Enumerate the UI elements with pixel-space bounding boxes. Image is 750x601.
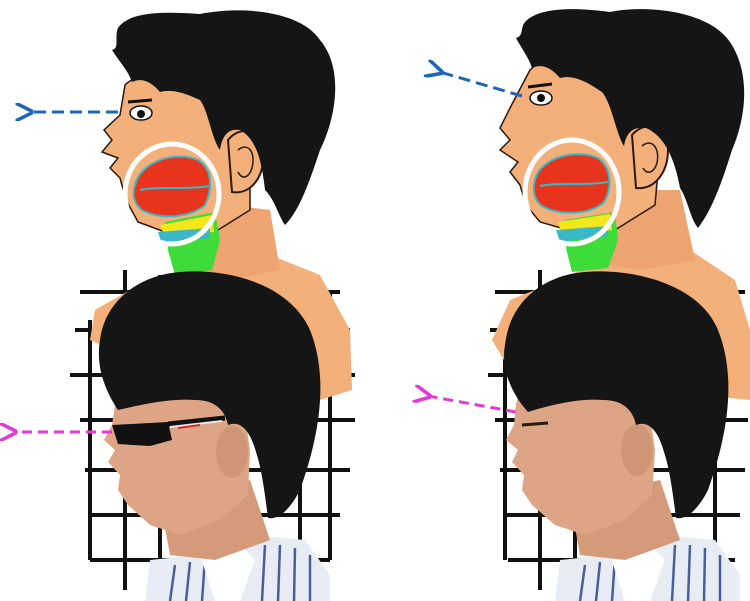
right-photo-eye: [522, 423, 548, 425]
right-photo-ear: [621, 424, 653, 476]
left-photo-ear: [216, 426, 248, 478]
